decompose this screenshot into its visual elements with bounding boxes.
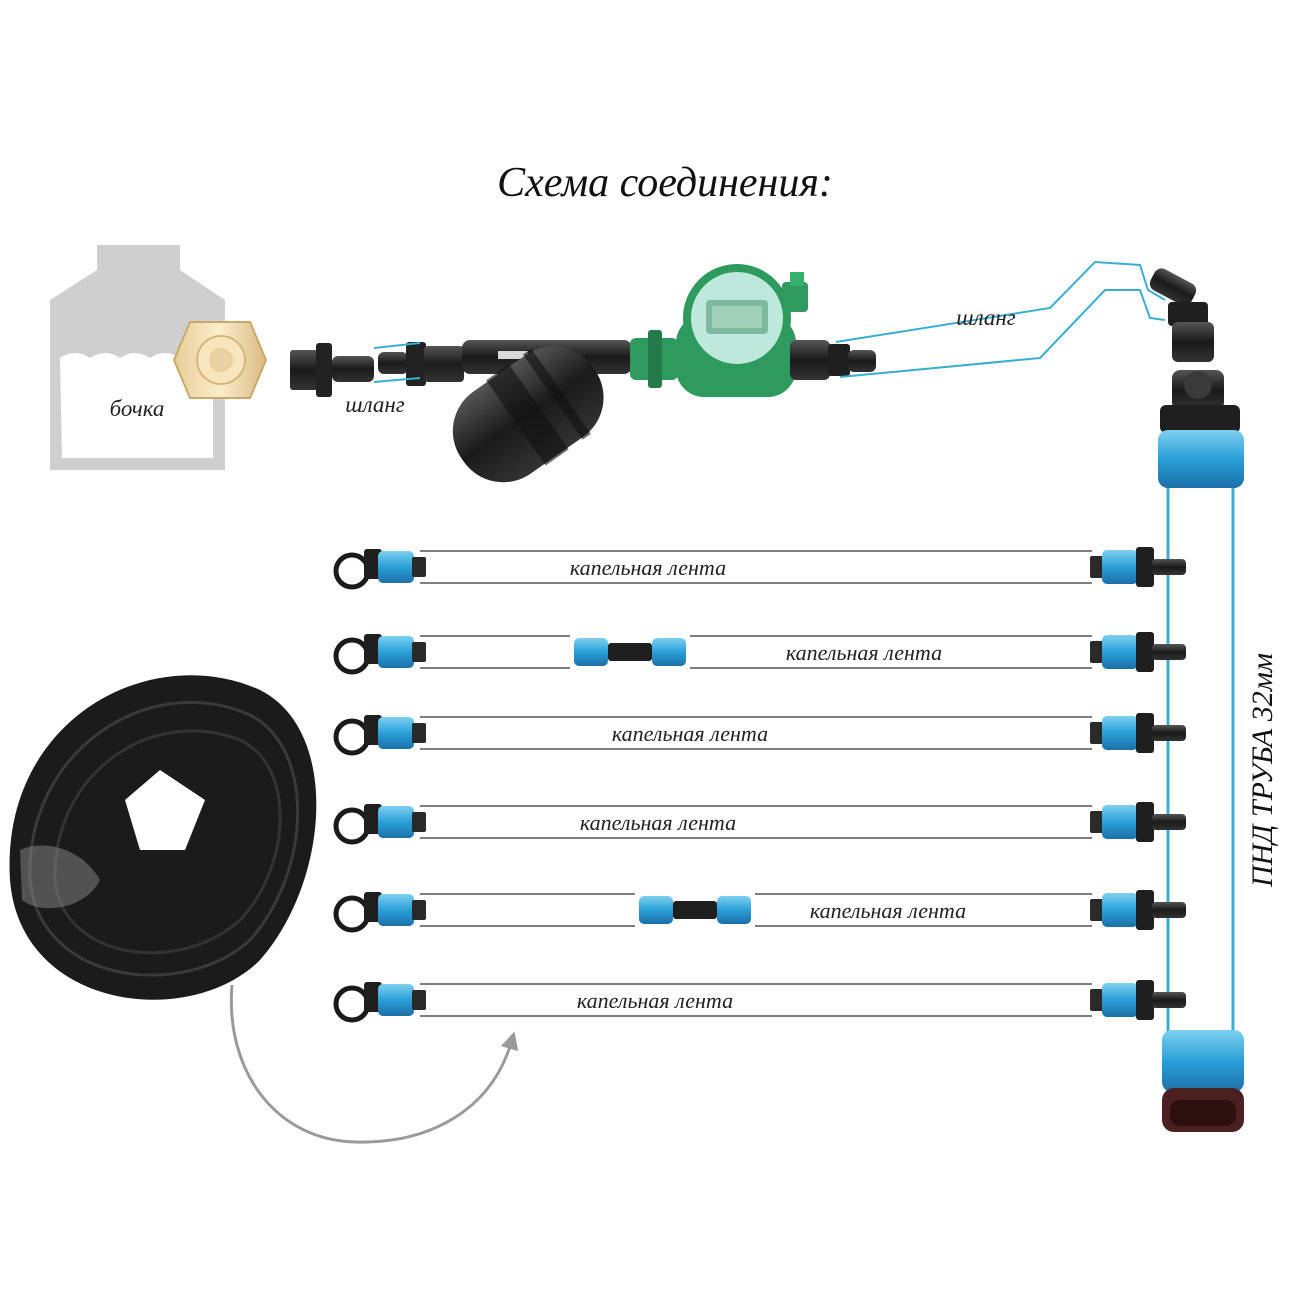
drip-row: капельная лента [333,547,1186,590]
drip-row: капельная лента [333,980,1186,1023]
hose-label-left: шланг [345,392,405,417]
elbow-icon [1149,268,1214,362]
end-plug-icon [1090,890,1186,930]
pipe-coupling-icon [1158,370,1244,488]
barrel-label: бочка [110,396,165,421]
drip-row: капельная лента [333,890,1186,933]
drip-tape-label: капельная лента [577,988,733,1013]
end-plug-icon [1090,713,1186,753]
drip-row: капельная лента [333,632,1186,675]
adapter-icon [172,321,268,399]
end-plug-icon [1090,547,1186,587]
end-plug-icon [1090,980,1186,1020]
drip-tape-label: капельная лента [786,640,942,665]
end-plug-icon [1090,802,1186,842]
barrel-icon [50,245,225,470]
timer-icon [630,264,808,397]
start-connector-icon [333,982,426,1023]
drip-tape-roll-icon [9,675,317,1000]
tape-coupler-icon [574,638,686,666]
drip-rows: капельная лента капельная лента капельная … [333,547,1186,1023]
start-connector-icon [333,634,426,675]
start-connector-icon [333,549,426,590]
drip-tape-label: капельная лента [612,721,768,746]
end-plug-icon [1090,632,1186,672]
end-cap-icon [1162,1030,1244,1132]
male-adapter-icon [290,343,374,397]
hose-barb-icon [378,342,464,386]
drip-row: капельная лента [333,802,1186,845]
hose-line [373,377,421,383]
hose-line [373,342,421,349]
diagram-title: Схема соединения: [497,160,833,206]
drip-tape-label: капельная лента [810,898,966,923]
hose-line [835,260,1166,343]
curved-arrow-icon [229,984,519,1144]
start-connector-icon [333,715,426,756]
hose-line [839,289,1166,378]
drip-tape-label: капельная лента [570,555,726,580]
start-connector-icon [333,804,426,845]
drip-row: капельная лента [333,713,1186,756]
start-connector-icon [333,892,426,933]
tape-coupler-icon [639,896,751,924]
filter-icon [452,340,632,483]
drip-tape-label: капельная лента [580,810,736,835]
hose-connector-icon [790,340,876,380]
pipe-label: ПНД ТРУБА 32мм [1246,653,1279,888]
hose-label-right: шланг [956,305,1016,330]
